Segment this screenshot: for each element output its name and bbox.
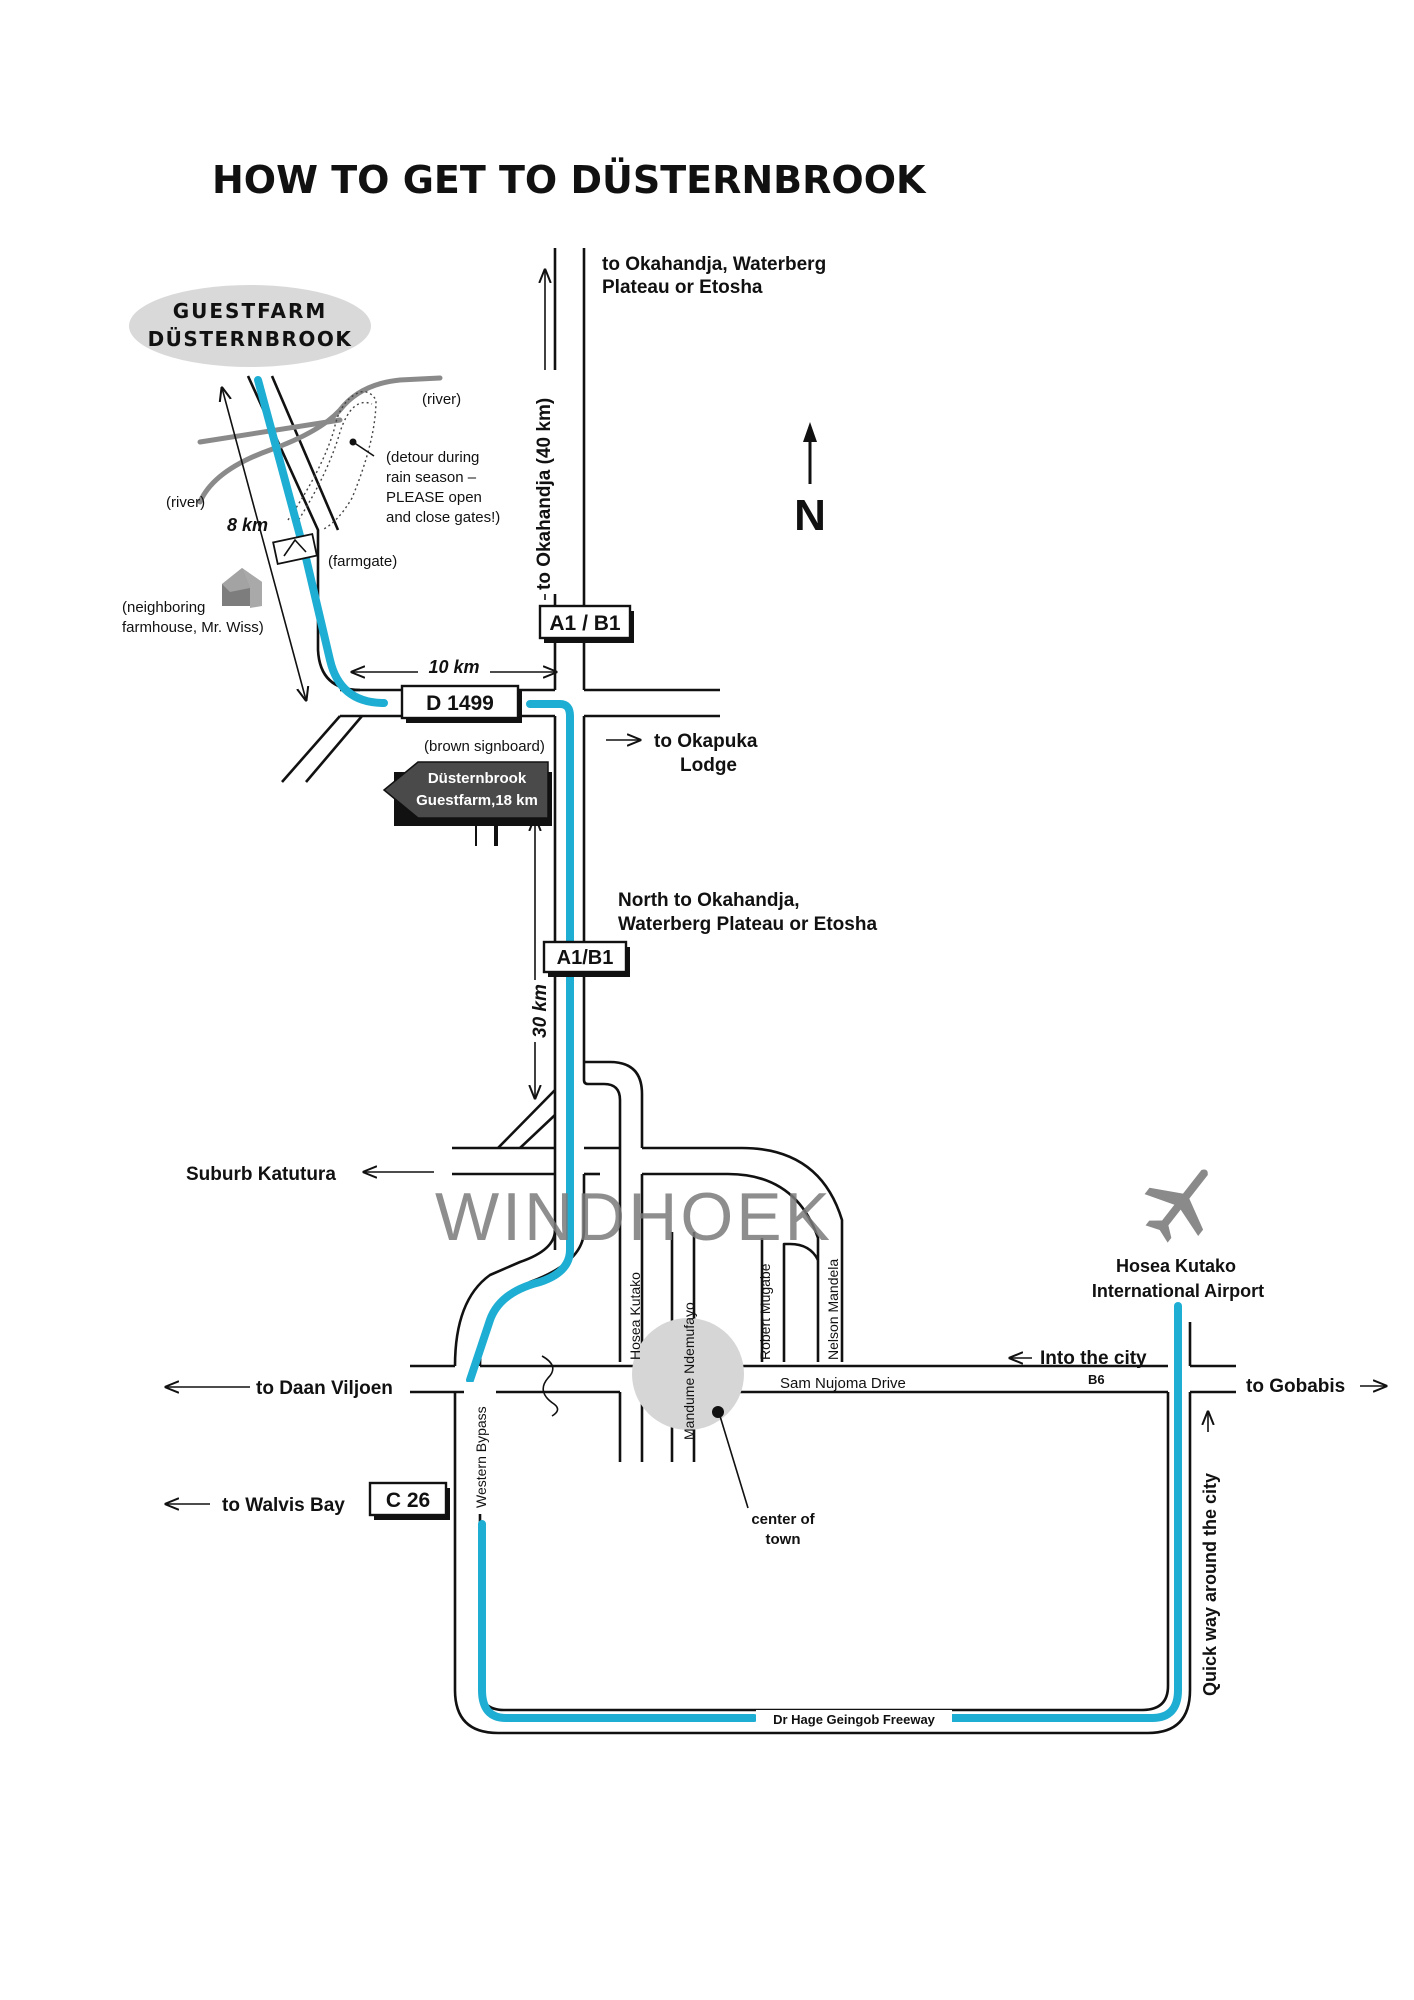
airplane-icon <box>1144 1169 1208 1243</box>
street-freeway: Dr Hage Geingob Freeway <box>773 1712 936 1727</box>
town-center-dot <box>712 1406 724 1418</box>
river-label-west: (river) <box>166 494 205 511</box>
distance-8km: 8 km <box>227 515 268 535</box>
river-label-north: (river) <box>422 391 461 408</box>
airport-label-1: Hosea Kutako <box>1116 1256 1236 1276</box>
street-western-bypass: Western Bypass <box>473 1406 489 1508</box>
shield-a1b1-mid: A1/B1 <box>542 940 630 977</box>
neighbor-label-1: (neighboring <box>122 599 205 616</box>
recommended-route <box>254 376 1182 1722</box>
gobabis-label: to Gobabis <box>1246 1376 1345 1397</box>
airport-label-2: International Airport <box>1092 1281 1264 1301</box>
svg-text:D 1499: D 1499 <box>426 692 494 715</box>
svg-text:A1 / B1: A1 / B1 <box>549 612 621 635</box>
svg-text:A1/B1: A1/B1 <box>557 947 614 969</box>
shield-a1b1-top: A1 / B1 <box>538 604 634 643</box>
distance-40km: to Okahandja (40 km) <box>534 398 555 590</box>
okapuka-2: Lodge <box>680 755 737 776</box>
street-sam-nujoma: Sam Nujoma Drive <box>780 1375 906 1392</box>
town-center-pointer <box>719 1415 749 1509</box>
distance-30km: 30 km <box>530 984 551 1038</box>
okahandja-top-1: to Okahandja, Waterberg <box>602 254 826 275</box>
north-arrow-icon <box>803 422 817 484</box>
street-robert-mugabe: Robert Mugabe <box>757 1263 773 1360</box>
svg-text:C 26: C 26 <box>386 1489 430 1512</box>
signboard-caption: (brown signboard) <box>424 738 545 755</box>
guestfarm-marker <box>129 285 371 367</box>
city-name: WINDHOEK <box>435 1179 833 1255</box>
street-mandume: Mandume Ndemufayo <box>681 1302 697 1440</box>
farmgate-label: (farmgate) <box>328 553 397 570</box>
signboard-icon <box>382 761 552 846</box>
north-dest-1: North to Okahandja, <box>618 890 800 911</box>
daan-viljoen-label: to Daan Viljoen <box>256 1378 393 1399</box>
page-title: HOW TO GET TO DÜSTERNBROOK <box>212 158 927 202</box>
distance-10km: 10 km <box>428 657 479 677</box>
signboard-line1: Düsternbrook <box>428 770 527 787</box>
guestfarm-name-1: GUESTFARM <box>173 299 328 323</box>
neighbor-label-2: farmhouse, Mr. Wiss) <box>122 619 264 636</box>
walvis-bay-label: to Walvis Bay <box>222 1495 345 1516</box>
detour-path <box>287 390 377 531</box>
road-network <box>246 248 1236 1735</box>
detour-label-1: (detour during <box>386 449 479 466</box>
north-dest-2: Waterberg Plateau or Etosha <box>618 914 877 935</box>
detour-label-2: rain season – <box>386 469 477 486</box>
distance-arrow-8km <box>222 388 306 700</box>
quick-way-label: Quick way around the city <box>1200 1473 1220 1696</box>
signboard-line2: Guestfarm,18 km <box>416 792 538 809</box>
shield-c26: C 26 <box>368 1481 450 1520</box>
north-label: N <box>794 491 826 540</box>
street-nelson-mandela: Nelson Mandela <box>825 1259 841 1360</box>
center-label-1: center of <box>751 1511 815 1528</box>
into-city-label: Into the city <box>1040 1348 1147 1369</box>
guestfarm-name-2: DÜSTERNBROOK <box>148 327 353 351</box>
detour-label-4: and close gates!) <box>386 509 500 526</box>
detour-label-3: PLEASE open <box>386 489 482 506</box>
house-icon <box>222 568 262 608</box>
street-hosea-kutako: Hosea Kutako <box>627 1272 643 1360</box>
center-label-2: town <box>766 1531 801 1548</box>
katutura-label: Suburb Katutura <box>186 1164 336 1185</box>
okapuka-1: to Okapuka <box>654 731 758 752</box>
road-b6: B6 <box>1088 1372 1105 1387</box>
town-center-area <box>632 1318 744 1430</box>
shield-d1499: D 1499 <box>400 684 522 723</box>
okahandja-top-2: Plateau or Etosha <box>602 277 763 298</box>
